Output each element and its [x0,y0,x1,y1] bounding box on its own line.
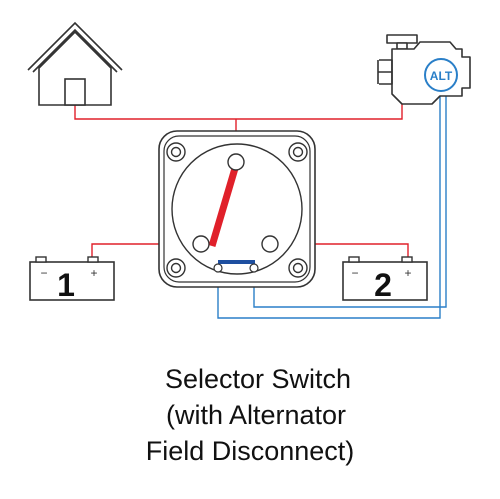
house-icon [27,21,123,106]
selector-switch [158,130,316,288]
battery2-plus: + [404,266,411,280]
alternator-label: ALT [430,69,453,83]
battery2-number: 2 [374,267,392,303]
wiring-diagram: ALT − + 1 [27,21,471,319]
field-wire-outer [217,90,441,319]
screw-icon [166,142,308,278]
battery1-number: 1 [57,267,75,303]
switch-plate-inner [163,135,311,283]
house-wire [74,81,410,120]
field-contact-bar [218,260,255,264]
field-terminal-right [249,263,259,273]
switch-lever [208,164,240,247]
battery-2: − + 2 [342,256,428,303]
battery1-plus: + [90,266,97,280]
field-terminal-left [213,263,223,273]
battery1-minus: − [40,266,47,280]
caption-line-2: (with Alternator [165,400,347,430]
caption-line-1: Selector Switch [164,364,352,394]
switch-terminal [192,153,279,253]
caption-line-3: Field Disconnect) [145,436,355,466]
battery2-minus: − [351,266,358,280]
alternator-badge: ALT [424,58,458,92]
battery-1: − + 1 [29,256,115,303]
